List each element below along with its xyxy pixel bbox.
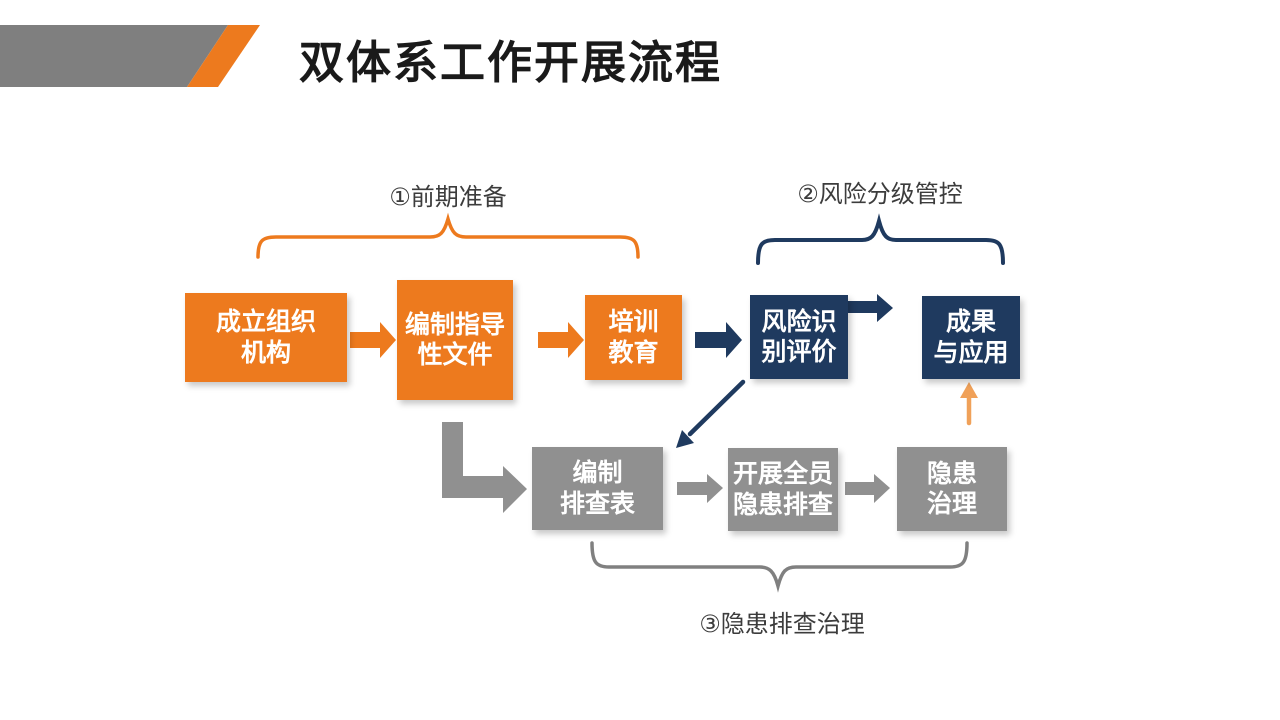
flow-box-inspection-form: 编制 排查表 (532, 447, 663, 530)
header-banner (0, 25, 270, 87)
flow-box-label-line: 隐患排查 (732, 490, 833, 519)
flow-box-training: 培训 教育 (585, 295, 682, 380)
diagonal-arrow-head-icon (676, 430, 694, 448)
flow-box-label-line: 成果 (945, 308, 996, 336)
arrow-right-icon (848, 294, 893, 322)
flow-box-label-line: 培训 (608, 308, 659, 336)
flow-box-label-line: 治理 (926, 490, 977, 518)
brace-prep-icon (256, 212, 640, 259)
flow-box-label-line: 教育 (608, 338, 659, 367)
page-title: 双体系工作开展流程 (299, 38, 723, 88)
flow-box-results-application: 成果 与应用 (922, 296, 1020, 379)
flow-box-label-line: 与应用 (933, 338, 1009, 367)
flow-box-all-staff-inspection: 开展全员 隐患排查 (728, 448, 838, 531)
up-arrow-head-icon (960, 382, 978, 398)
brace-risk-icon (756, 213, 1005, 265)
flow-box-label-line: 隐患 (926, 459, 977, 488)
flow-box-label-line: 性文件 (417, 341, 493, 369)
flow-box-label-line: 排查表 (559, 489, 635, 518)
flow-box-hazard-control: 隐患 治理 (897, 447, 1007, 531)
diagonal-arrow-line-icon (687, 379, 746, 437)
brace-hazard-icon (590, 541, 969, 593)
arrow-right-icon (350, 322, 396, 358)
flow-box-label-line: 开展全员 (732, 460, 833, 488)
flow-box-label-line: 风险识 (761, 307, 837, 336)
flow-box-establish-org: 成立组织 机构 (185, 293, 347, 382)
flow-box-label-line: 编制 (572, 459, 623, 487)
flow-box-label-line: 编制指导 (404, 310, 505, 339)
arrow-right-icon (538, 322, 584, 358)
section-label-hazard: ③隐患排查治理 (699, 611, 865, 638)
banner-gray-stripe (0, 25, 228, 87)
flow-box-risk-identification: 风险识 别评价 (750, 295, 848, 379)
arrow-right-icon (845, 474, 890, 503)
flow-box-label-line: 机构 (240, 338, 291, 367)
arrow-right-icon (695, 322, 742, 358)
flow-box-guidance-docs: 编制指导 性文件 (397, 280, 513, 400)
flow-box-label-line: 别评价 (761, 338, 837, 366)
section-label-risk: ②风险分级管控 (797, 181, 963, 208)
arrow-right-icon (677, 474, 723, 503)
section-label-prep: ①前期准备 (389, 184, 507, 211)
elbow-arrow-icon (442, 422, 527, 513)
flow-box-label-line: 成立组织 (215, 308, 316, 336)
